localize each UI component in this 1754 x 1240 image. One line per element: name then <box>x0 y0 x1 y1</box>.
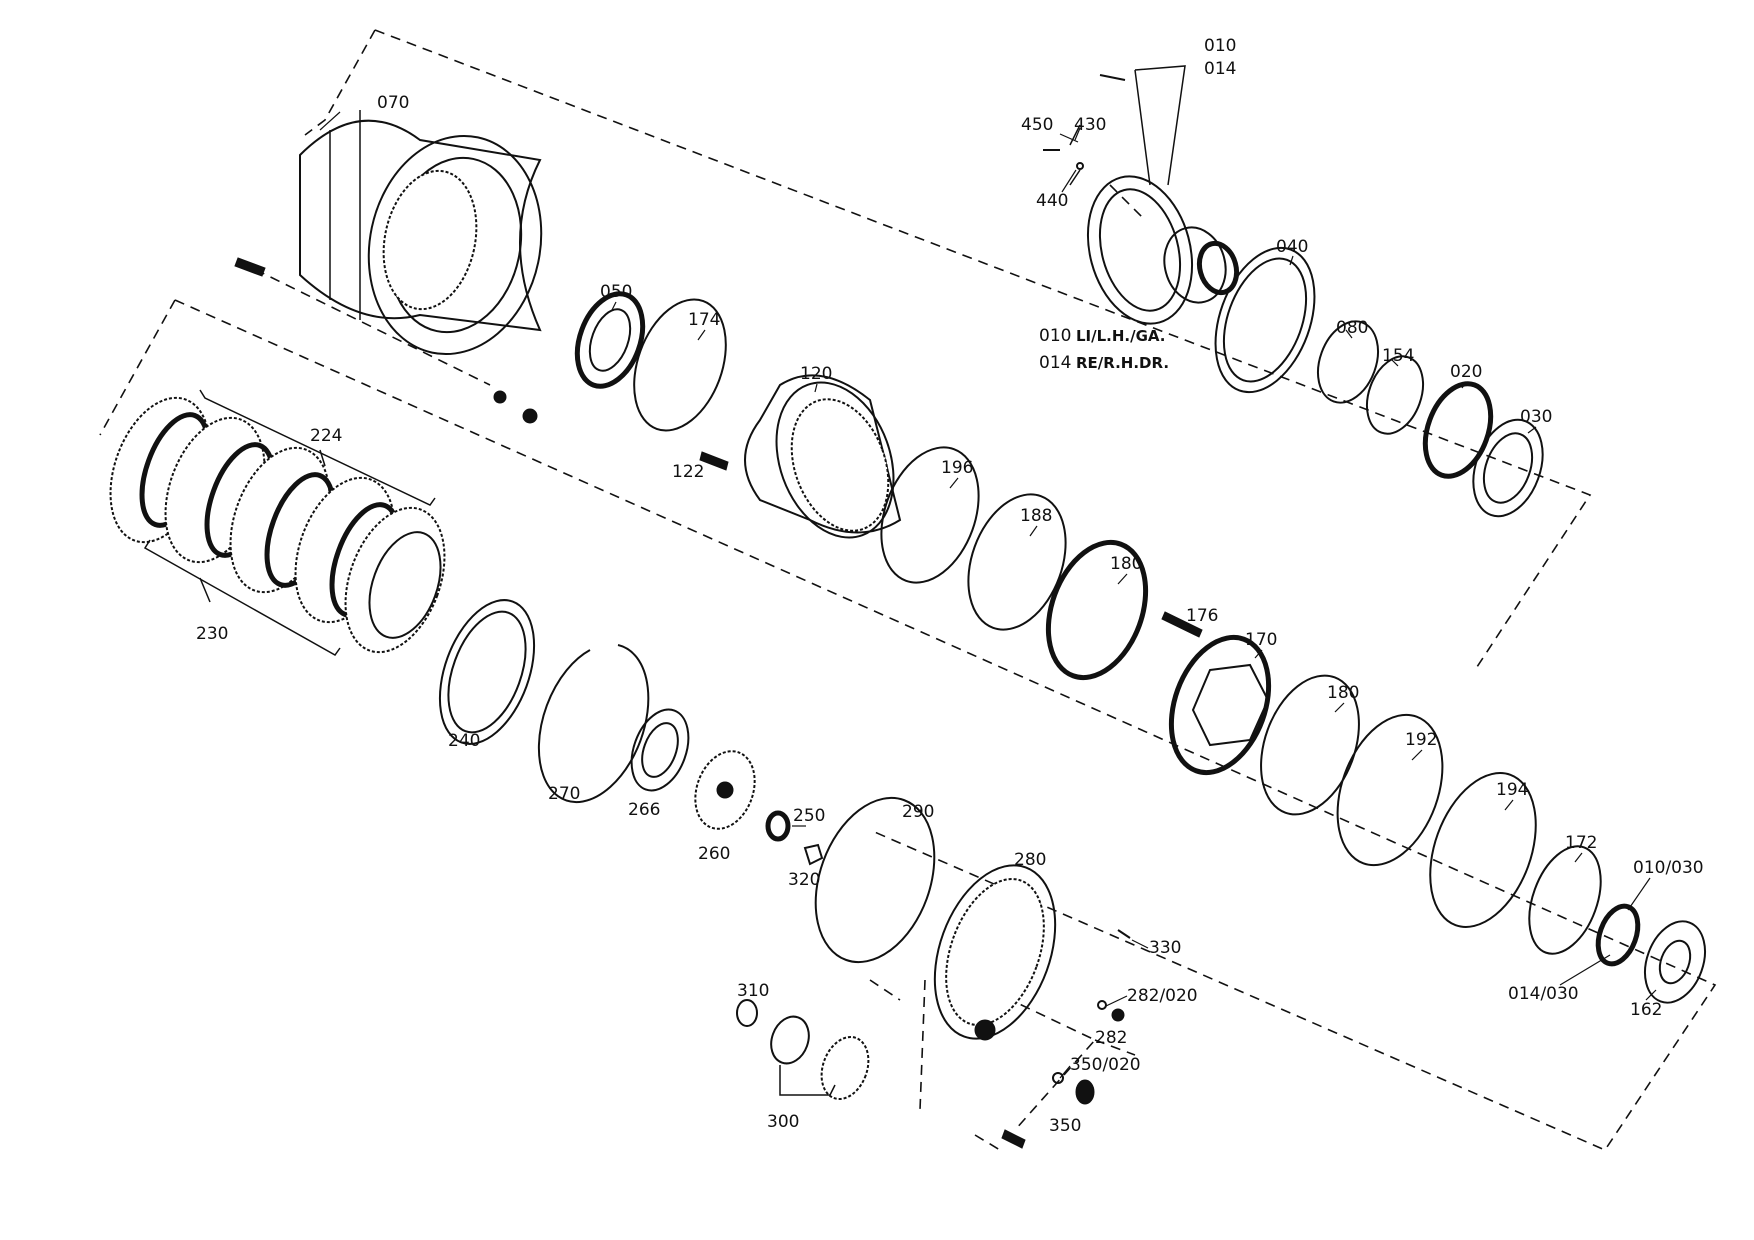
label-014: 014 <box>1204 59 1236 79</box>
part-010-hub <box>1043 65 1240 325</box>
label-070: 070 <box>377 93 409 113</box>
assembly-guide-lines <box>99 29 1717 1152</box>
label-430: 430 <box>1074 115 1106 135</box>
lower-right-rings <box>1260 674 1706 1004</box>
leader-lines <box>319 111 1657 1079</box>
label-120: 120 <box>800 364 832 384</box>
part-224-230-clutch-pack <box>109 389 446 656</box>
middle-rings <box>880 446 1272 776</box>
label-224: 224 <box>310 426 342 446</box>
label-014-note-text: RE/R.H.DR. <box>1076 354 1169 372</box>
label-050: 050 <box>600 282 632 302</box>
part-050-bearing-174-ring <box>574 291 727 432</box>
label-350: 350 <box>1049 1116 1081 1136</box>
label-330: 330 <box>1149 938 1181 958</box>
label-030: 030 <box>1520 407 1552 427</box>
label-194: 194 <box>1496 780 1528 800</box>
label-260: 260 <box>698 844 730 864</box>
label-196: 196 <box>941 458 973 478</box>
upper-right-rings <box>1214 246 1544 518</box>
label-014-note-number: 014 <box>1039 353 1071 373</box>
label-174: 174 <box>688 310 720 330</box>
lower-left-parts <box>438 599 824 866</box>
label-040: 040 <box>1276 237 1308 257</box>
housing-fasteners <box>234 257 538 424</box>
label-180-lower: 180 <box>1327 683 1359 703</box>
label-300: 300 <box>767 1112 799 1132</box>
label-010-note-number: 010 <box>1039 326 1071 346</box>
label-010-030: 010/030 <box>1633 858 1704 878</box>
label-282: 282 <box>1095 1028 1127 1048</box>
label-350-020: 350/020 <box>1070 1055 1141 1075</box>
label-440: 440 <box>1036 191 1068 211</box>
label-240: 240 <box>448 731 480 751</box>
label-230: 230 <box>196 624 228 644</box>
label-014-030: 014/030 <box>1508 984 1579 1004</box>
label-176: 176 <box>1186 606 1218 626</box>
label-154: 154 <box>1382 346 1414 366</box>
label-010: 010 <box>1204 36 1236 56</box>
part-labels: 070 010 014 450 430 440 040 010 LI/L.H./… <box>196 36 1704 1136</box>
label-250: 250 <box>793 806 825 826</box>
label-172: 172 <box>1565 833 1597 853</box>
label-188: 188 <box>1020 506 1052 526</box>
label-010-note-text: LI/L.H./GA. <box>1076 327 1166 345</box>
label-020: 020 <box>1450 362 1482 382</box>
label-122: 122 <box>672 462 704 482</box>
label-180-upper: 180 <box>1110 554 1142 574</box>
label-080: 080 <box>1336 318 1368 338</box>
lower-center-parts <box>814 796 1131 1149</box>
label-280: 280 <box>1014 850 1046 870</box>
label-320: 320 <box>788 870 820 890</box>
part-310-300 <box>736 999 870 1100</box>
label-266: 266 <box>628 800 660 820</box>
label-310: 310 <box>737 981 769 1001</box>
label-270: 270 <box>548 784 580 804</box>
label-450: 450 <box>1021 115 1053 135</box>
part-120-drum <box>699 374 902 539</box>
label-162: 162 <box>1630 1000 1662 1020</box>
label-282-020: 282/020 <box>1127 986 1198 1006</box>
label-170: 170 <box>1245 630 1277 650</box>
label-192: 192 <box>1405 730 1437 750</box>
part-070-housing <box>299 110 543 356</box>
label-290: 290 <box>902 802 934 822</box>
